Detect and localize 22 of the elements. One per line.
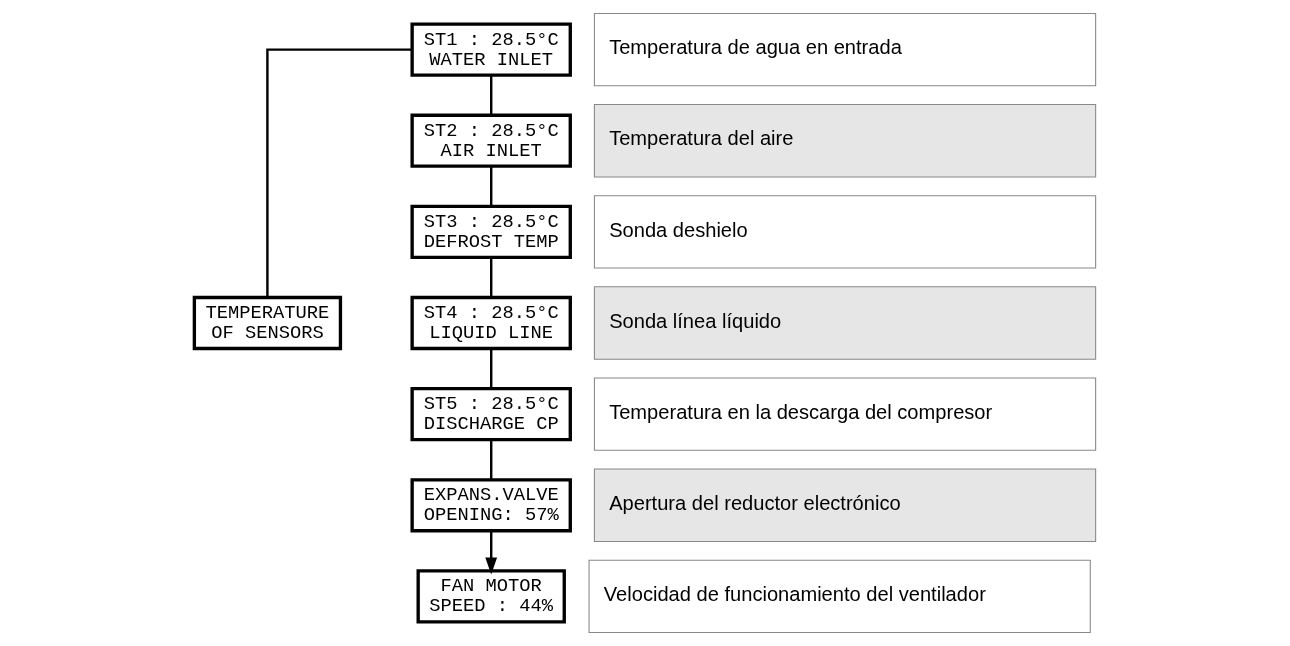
node-box: ST5 : 28.5°C DISCHARGE CP bbox=[410, 387, 572, 442]
node-label: Velocidad de funcionamiento del ventilador bbox=[603, 583, 986, 606]
connector bbox=[490, 440, 493, 480]
node-box: ST1 : 28.5°C WATER INLET bbox=[410, 22, 572, 77]
node-box: ST2 : 28.5°C AIR INLET bbox=[410, 113, 572, 168]
node-label: Temperatura en la descarga del compresor bbox=[609, 400, 993, 423]
node-label: Sonda línea líquido bbox=[609, 309, 782, 332]
node-box: EXPANS.VALVE OPENING: 57% bbox=[410, 478, 572, 533]
arrow bbox=[485, 531, 498, 575]
node-box: FAN MOTOR SPEED : 44% bbox=[416, 569, 566, 624]
connector bbox=[490, 257, 493, 298]
connector bbox=[490, 348, 493, 389]
node-box: ST4 : 28.5°C LIQUID LINE bbox=[410, 295, 572, 351]
connector bbox=[490, 75, 493, 116]
node-label: Temperatura del aire bbox=[609, 127, 794, 150]
connector bbox=[266, 48, 412, 298]
node-box: ST3 : 28.5°C DEFROST TEMP bbox=[410, 204, 572, 259]
connector bbox=[490, 166, 493, 207]
node-box: TEMPERATURE OF SENSORS bbox=[192, 295, 343, 351]
node-label: Apertura del reductor electrónico bbox=[609, 491, 901, 514]
node-label: Temperatura de agua en entrada bbox=[609, 36, 902, 59]
node-label: Sonda deshielo bbox=[609, 218, 748, 241]
